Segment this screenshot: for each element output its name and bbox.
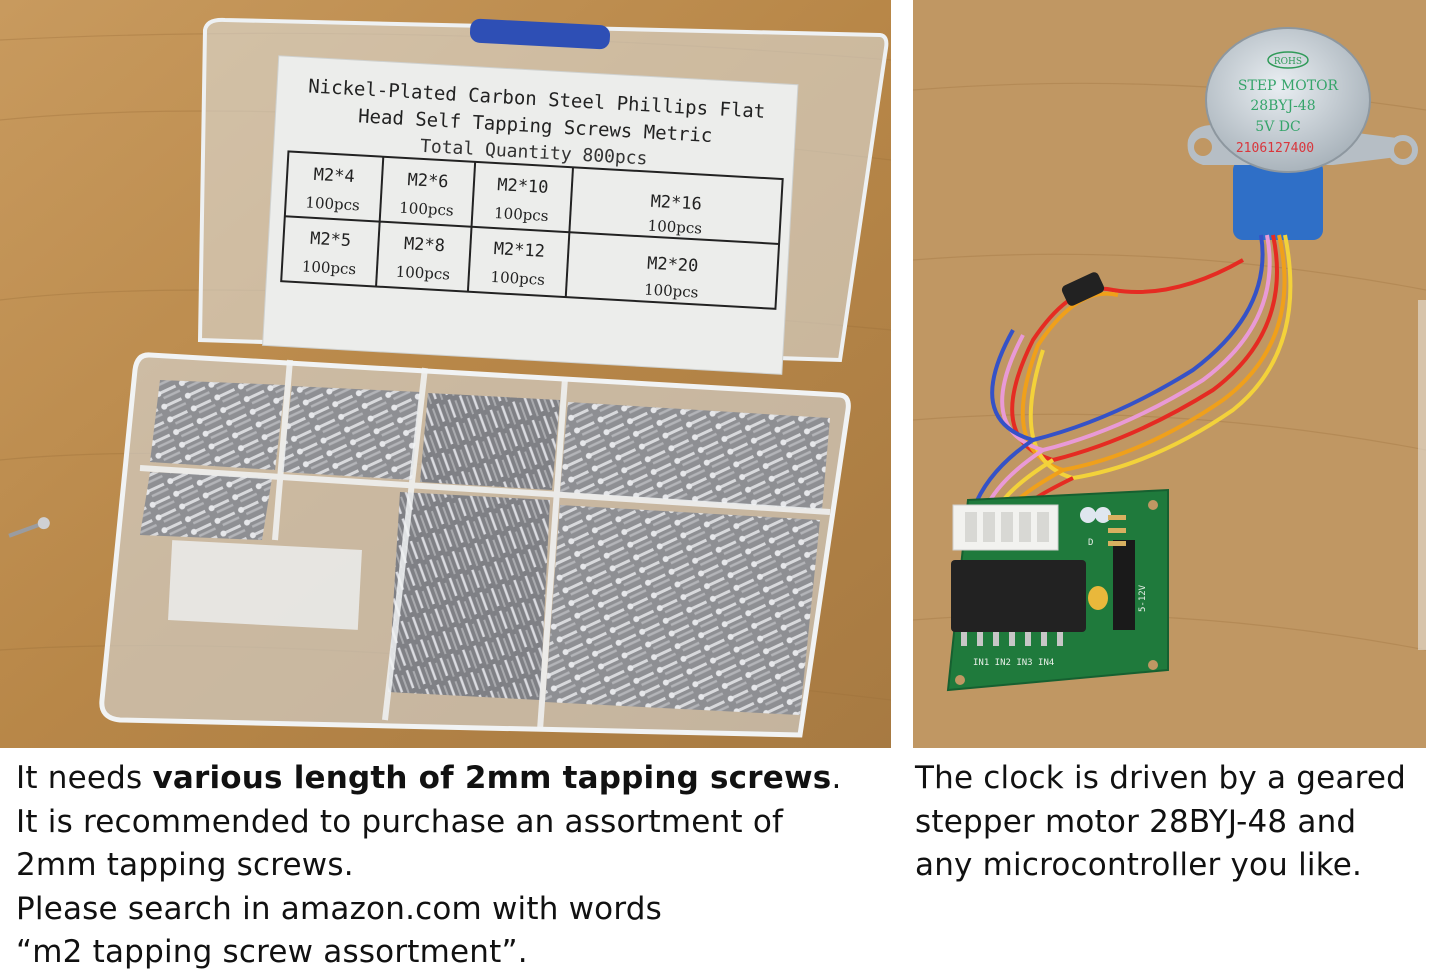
- cell-size-5: M2*5: [310, 229, 352, 251]
- motor-line1: STEP MOTOR: [1238, 78, 1339, 94]
- driver-board: IN1 IN2 IN3 IN4 5-12V D: [946, 488, 1169, 692]
- caption-left-line1: It needs various length of 2mm tapping s…: [16, 760, 842, 796]
- board-inputs: IN1 IN2 IN3 IN4: [973, 658, 1054, 668]
- motor-line3: 5V DC: [1255, 119, 1300, 135]
- motor-serial: 2106127400: [1236, 141, 1314, 156]
- board-led-label: D: [1088, 538, 1093, 548]
- stepper-motor-illustration: ROHS STEP MOTOR 28BYJ-48 5V DC 210612740…: [913, 0, 1426, 748]
- caption-right-line2: stepper motor 28BYJ-48 and: [915, 803, 1357, 840]
- screws-caption: It needs various length of 2mm tapping s…: [16, 757, 896, 975]
- screw-box-illustration: Nickel-Plated Carbon Steel Phillips Flat…: [0, 0, 891, 748]
- board-voltage: 5-12V: [1138, 584, 1148, 612]
- cell-size-6: M2*8: [403, 234, 445, 256]
- screw-assortment-photo: Nickel-Plated Carbon Steel Phillips Flat…: [0, 0, 891, 748]
- caption-right-line1: The clock is driven by a geared: [915, 760, 1407, 796]
- cell-qty-3: 100pcs: [494, 204, 549, 225]
- cell-qty-2: 100pcs: [399, 199, 454, 220]
- screw-compartments: [140, 380, 830, 715]
- cell-qty-7: 100pcs: [490, 268, 545, 289]
- cell-size-7: M2*12: [493, 239, 545, 262]
- cell-size-1: M2*4: [313, 165, 355, 187]
- motor-rohs: ROHS: [1274, 57, 1302, 67]
- caption-right-line3: any microcontroller you like.: [915, 847, 1363, 883]
- cell-size-2: M2*6: [407, 170, 449, 192]
- cell-size-8: M2*20: [647, 254, 699, 277]
- caption-highlight: various length of 2mm tapping screws: [152, 760, 832, 796]
- motor-caption: The clock is driven by a geared stepper …: [915, 757, 1430, 888]
- cell-size-3: M2*10: [497, 175, 549, 198]
- caption-left-line5: “m2 tapping screw assortment”.: [16, 934, 528, 970]
- cell-qty-4: 100pcs: [647, 217, 702, 238]
- cell-qty-8: 100pcs: [644, 280, 699, 301]
- stepper-motor-photo: ROHS STEP MOTOR 28BYJ-48 5V DC 210612740…: [913, 0, 1426, 748]
- cell-size-4: M2*16: [650, 192, 702, 215]
- cell-qty-5: 100pcs: [301, 257, 356, 278]
- motor-line2: 28BYJ-48: [1250, 98, 1315, 114]
- cell-qty-6: 100pcs: [395, 263, 450, 284]
- caption-left-line3: 2mm tapping screws.: [16, 847, 354, 883]
- cell-qty-1: 100pcs: [305, 193, 360, 214]
- caption-left-line4: Please search in amazon.com with words: [16, 890, 662, 927]
- caption-left-line2: It is recommended to purchase an assortm…: [16, 803, 784, 840]
